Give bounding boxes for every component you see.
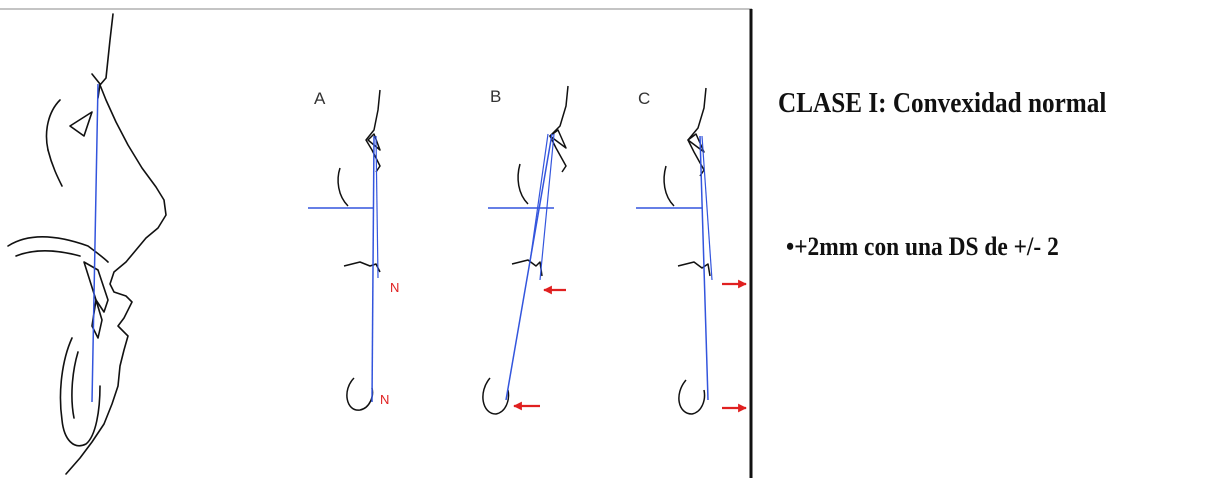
panel-c-lip bbox=[677, 261, 711, 277]
panel-c-label: C bbox=[638, 89, 650, 108]
panel-b-nose-profile bbox=[549, 85, 569, 173]
panel-a-orbit bbox=[337, 167, 349, 207]
cheek-contour bbox=[47, 149, 63, 187]
panel-a-vertical-1 bbox=[371, 135, 375, 403]
panel-a-vertical-2 bbox=[375, 135, 379, 279]
panel-a: A N N bbox=[308, 89, 399, 411]
panel-a-label: A bbox=[314, 89, 326, 108]
panel-b-orbit bbox=[517, 163, 529, 205]
panel-c-orbit bbox=[663, 165, 675, 207]
panel-a-chin bbox=[346, 377, 374, 411]
profile-outline bbox=[65, 13, 167, 475]
nasal-ala bbox=[91, 73, 101, 99]
panel-b-line-2 bbox=[539, 133, 555, 281]
cephalometric-figure: A N N B bbox=[0, 8, 753, 478]
panel-b-chin bbox=[482, 377, 510, 415]
mandible-symphysis bbox=[59, 337, 101, 447]
panel-a-marker-lower: N bbox=[380, 392, 389, 407]
orbit-curve bbox=[45, 99, 61, 151]
palate-lower bbox=[15, 249, 81, 257]
mandible-inner bbox=[71, 351, 79, 419]
panel-a-lip bbox=[343, 261, 381, 273]
slide-title: CLASE I: Convexidad normal bbox=[778, 88, 1107, 119]
panel-b-line-1 bbox=[505, 133, 553, 401]
panel-a-marker-upper: N bbox=[390, 280, 399, 295]
panel-a-nose-profile bbox=[365, 89, 381, 173]
slide-bullet: •+2mm con una DS de +/- 2 bbox=[786, 232, 1059, 261]
panel-c-chin bbox=[678, 379, 706, 415]
eye-triangle bbox=[69, 111, 93, 137]
panel-b-lip bbox=[511, 259, 543, 277]
palate bbox=[7, 236, 109, 263]
profile-tracing bbox=[7, 13, 167, 475]
panel-b-nose-triangle bbox=[549, 129, 567, 149]
panel-b-line-3 bbox=[529, 133, 549, 263]
profile-reference-line bbox=[91, 83, 99, 403]
panel-c-line-2 bbox=[701, 135, 713, 281]
panel-c: C bbox=[636, 87, 747, 415]
panel-b: B bbox=[482, 85, 569, 415]
panel-c-line-1 bbox=[699, 135, 709, 401]
panel-b-label: B bbox=[490, 87, 501, 106]
